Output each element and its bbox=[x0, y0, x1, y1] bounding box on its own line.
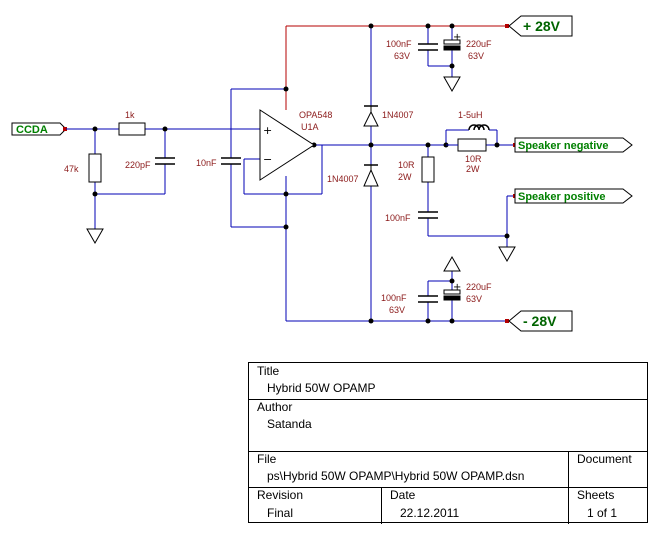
port-speaker-positive: Speaker positive bbox=[513, 188, 633, 204]
c-neg-small-value: 100nF bbox=[381, 293, 407, 303]
capacitor-220pf: 220pF bbox=[125, 157, 175, 170]
file-row: File ps\Hybrid 50W OPAMP\Hybrid 50W OPAM… bbox=[249, 451, 647, 488]
diode-top-label: 1N4007 bbox=[382, 110, 414, 120]
inductor-1-5uh: 1-5uH bbox=[458, 110, 490, 131]
c-neg-small-voltage: 63V bbox=[389, 305, 405, 315]
resistor-47k-value: 47k bbox=[64, 164, 79, 174]
resistor-1k-value: 1k bbox=[125, 110, 135, 120]
port-minus-28v: - 28V bbox=[505, 310, 573, 332]
file-value: ps\Hybrid 50W OPAMP\Hybrid 50W OPAMP.dsn bbox=[267, 469, 525, 483]
capacitor-100nf-pos: 100nF 63V bbox=[386, 39, 438, 61]
diode-bottom: 1N4007 bbox=[327, 164, 379, 187]
r-zobel-watt: 2W bbox=[398, 172, 412, 182]
c-pos-big-plus: + bbox=[453, 32, 461, 43]
power-wires bbox=[285, 25, 508, 110]
c-pos-small-value: 100nF bbox=[386, 39, 412, 49]
port-minus-28v-label: - 28V bbox=[523, 313, 557, 329]
ground-symbol-input bbox=[86, 228, 104, 245]
date-caption: Date bbox=[390, 488, 416, 502]
ground-symbol-speaker bbox=[498, 246, 516, 263]
inductor-value: 1-5uH bbox=[458, 110, 483, 120]
input-port-label: CCDA bbox=[16, 124, 48, 136]
title-row: Title Hybrid 50W OPAMP bbox=[249, 363, 647, 400]
opamp-minus-sign: − bbox=[263, 153, 272, 166]
r-parallel-watt: 2W bbox=[466, 164, 480, 174]
capacitor-100nf-zobel: 100nF bbox=[385, 211, 438, 223]
c-pos-big-value: 220uF bbox=[466, 39, 492, 49]
port-speaker-negative-label: Speaker negative bbox=[518, 140, 609, 152]
capacitor-100nf-neg: 100nF 63V bbox=[381, 293, 438, 315]
junction-dots bbox=[92, 23, 510, 324]
c-zobel-value: 100nF bbox=[385, 213, 411, 223]
sheets-value: 1 of 1 bbox=[587, 506, 618, 520]
revision-caption: Revision bbox=[257, 488, 304, 502]
opamp-opa548: + − OPA548 U1A bbox=[259, 109, 332, 181]
c-neg-big-value: 220uF bbox=[466, 282, 492, 292]
capacitor-220pf-value: 220pF bbox=[125, 160, 151, 170]
file-caption: File bbox=[257, 452, 277, 466]
r-parallel-value: 10R bbox=[465, 154, 482, 164]
capacitor-220uf-pos: + 220uF 63V bbox=[443, 32, 492, 61]
title-value: Hybrid 50W OPAMP bbox=[267, 381, 376, 395]
capacitor-220uf-neg: + 220uF 63V bbox=[443, 282, 492, 304]
input-port-ccda: CCDA bbox=[11, 122, 67, 136]
document-caption: Document bbox=[577, 452, 632, 466]
revision-row: Revision Final Date 22.12.2011 Sheets 1 … bbox=[249, 487, 647, 524]
opamp-part-label: OPA548 bbox=[299, 110, 332, 120]
opamp-plus-sign: + bbox=[263, 124, 272, 137]
resistor-47k: 47k bbox=[64, 153, 102, 183]
c-pos-big-voltage: 63V bbox=[468, 51, 484, 61]
title-block: Title Hybrid 50W OPAMP Author Satanda Fi… bbox=[248, 362, 648, 524]
diode-top: 1N4007 bbox=[363, 105, 414, 127]
author-row: Author Satanda bbox=[249, 399, 647, 452]
ground-symbol-neg bbox=[443, 255, 461, 272]
opamp-ref-label: U1A bbox=[301, 122, 319, 132]
ground-symbol-pos bbox=[443, 76, 461, 93]
port-plus-28v: + 28V bbox=[505, 15, 573, 37]
diode-bottom-label: 1N4007 bbox=[327, 174, 359, 184]
c-neg-big-voltage: 63V bbox=[466, 294, 482, 304]
resistor-10r-zobel: 10R 2W bbox=[398, 156, 435, 183]
author-caption: Author bbox=[257, 400, 293, 414]
author-value: Satanda bbox=[267, 417, 312, 431]
r-zobel-value: 10R bbox=[398, 160, 415, 170]
signal-wires bbox=[66, 26, 515, 322]
capacitor-10nf: 10nF bbox=[196, 157, 241, 168]
capacitor-10nf-value: 10nF bbox=[196, 158, 217, 168]
date-value: 22.12.2011 bbox=[400, 506, 460, 520]
title-caption: Title bbox=[257, 364, 280, 378]
port-plus-28v-label: + 28V bbox=[523, 18, 561, 34]
c-neg-big-plus: + bbox=[453, 282, 461, 293]
c-pos-small-voltage: 63V bbox=[394, 51, 410, 61]
resistor-10r-parallel: 10R 2W bbox=[457, 138, 487, 174]
sheets-caption: Sheets bbox=[577, 488, 615, 502]
revision-value: Final bbox=[267, 506, 294, 520]
port-speaker-negative: Speaker negative bbox=[513, 137, 633, 153]
resistor-1k: 1k bbox=[118, 110, 146, 136]
port-speaker-positive-label: Speaker positive bbox=[518, 191, 605, 203]
